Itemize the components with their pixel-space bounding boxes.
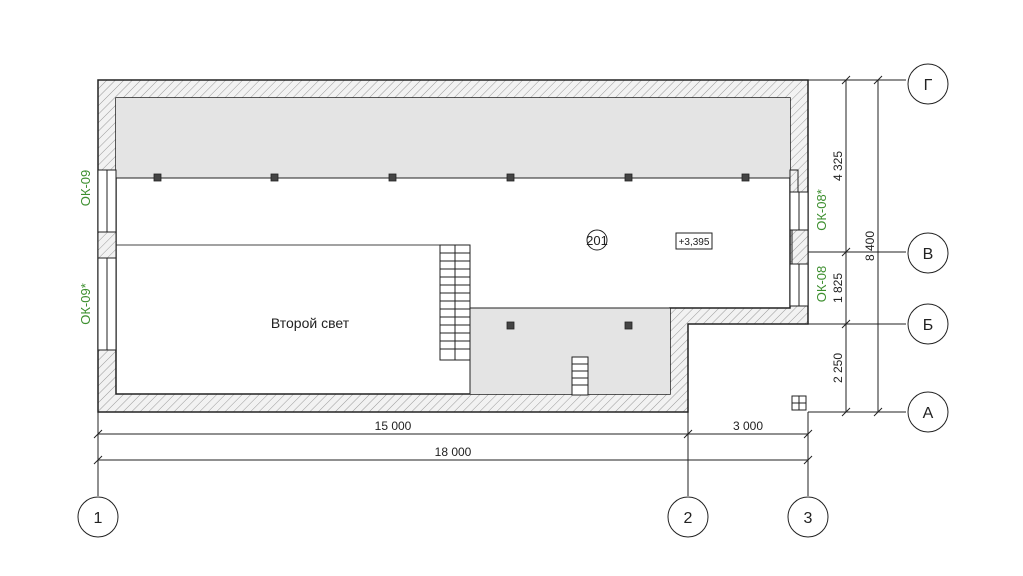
dim-right-seg-1: 4 325 bbox=[831, 151, 845, 181]
column bbox=[506, 321, 515, 330]
axis-a: А bbox=[907, 391, 949, 433]
svg-text:Б: Б bbox=[923, 317, 934, 334]
svg-text:В: В bbox=[923, 246, 934, 263]
columns bbox=[153, 173, 750, 330]
column bbox=[624, 321, 633, 330]
upper-gray-zone bbox=[116, 98, 790, 178]
svg-text:3: 3 bbox=[804, 510, 813, 527]
svg-text:2: 2 bbox=[684, 510, 693, 527]
axis-1: 1 bbox=[77, 492, 119, 538]
column bbox=[153, 173, 162, 182]
dim-bottom-span-1: 15 000 bbox=[375, 419, 412, 433]
dim-bottom-span-2: 3 000 bbox=[733, 419, 763, 433]
dim-right-seg-2: 1 825 bbox=[831, 273, 845, 303]
right-dimensions bbox=[808, 75, 906, 417]
ladder bbox=[571, 356, 589, 396]
level-mark: +3,395 bbox=[679, 237, 710, 248]
svg-text:А: А bbox=[923, 405, 934, 422]
room-label: Второй свет bbox=[271, 315, 350, 331]
windows bbox=[97, 169, 809, 351]
dim-right-seg-3: 2 250 bbox=[831, 353, 845, 383]
window-label-left-lower: ОК-09* bbox=[78, 283, 93, 325]
wall-notch bbox=[789, 169, 799, 193]
window-label-left-upper: ОК-09 bbox=[78, 170, 93, 206]
column bbox=[506, 173, 515, 182]
lower-gray-zone bbox=[470, 308, 670, 394]
window-label-right-lower: ОК-08 bbox=[814, 266, 829, 302]
bottom-dimensions bbox=[93, 412, 813, 492]
column bbox=[741, 173, 750, 182]
axis-b: Б bbox=[907, 303, 949, 345]
room-number-circle bbox=[586, 229, 608, 251]
level-mark-box bbox=[675, 232, 713, 250]
dim-right-total: 8 400 bbox=[863, 231, 877, 261]
window-label-right-upper: ОК-08* bbox=[814, 189, 829, 231]
wall-pier-left bbox=[97, 231, 117, 259]
column bbox=[270, 173, 279, 182]
room-number: 201 bbox=[586, 233, 608, 248]
axis-2: 2 bbox=[667, 492, 709, 538]
column bbox=[388, 173, 397, 182]
axis-v: В bbox=[907, 232, 949, 274]
svg-text:1: 1 bbox=[94, 510, 103, 527]
axis-3: 3 bbox=[787, 492, 829, 538]
axis-g: Г bbox=[907, 63, 949, 105]
dim-bottom-total: 18 000 bbox=[435, 445, 472, 459]
staircase bbox=[439, 244, 471, 361]
svg-text:Г: Г bbox=[924, 77, 933, 94]
wall-pier bbox=[791, 229, 809, 265]
column bbox=[624, 173, 633, 182]
